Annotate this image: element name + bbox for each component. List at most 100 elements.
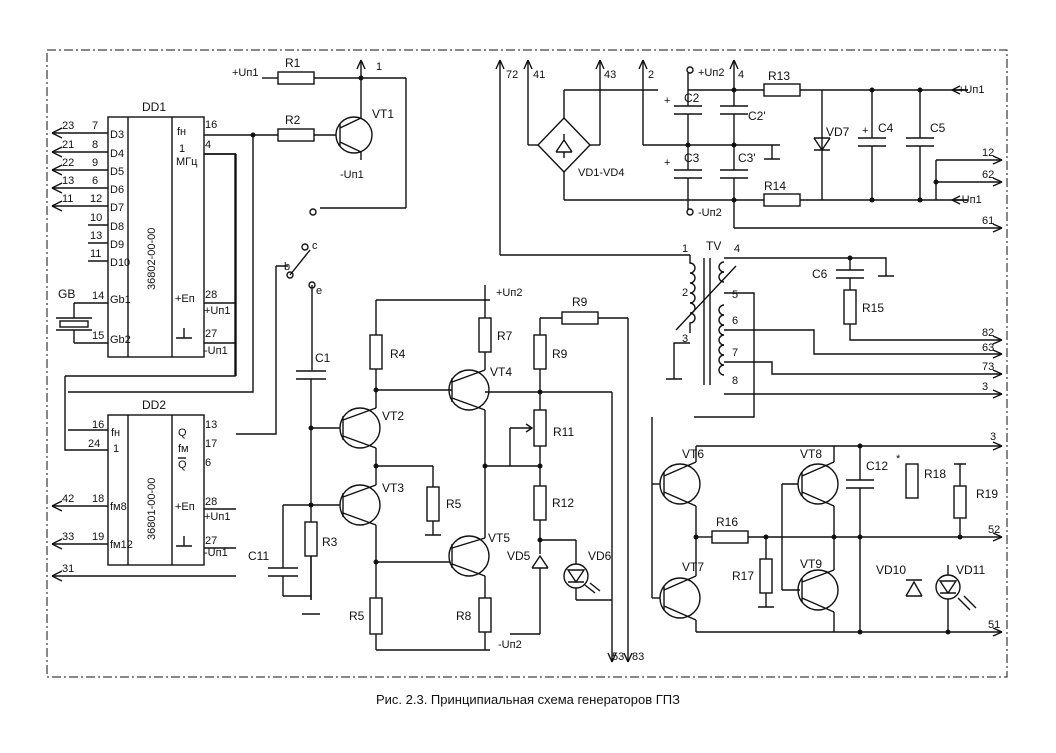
svg-text:R1: R1 — [285, 56, 301, 70]
svg-text:6: 6 — [92, 175, 98, 187]
svg-text:D3: D3 — [110, 129, 124, 141]
svg-text:4: 4 — [738, 69, 744, 81]
svg-text:R8: R8 — [456, 609, 472, 623]
svg-text:C3': C3' — [738, 151, 756, 165]
svg-text:72: 72 — [506, 69, 518, 81]
svg-text:+Uп2: +Uп2 — [698, 67, 724, 79]
svg-text:51: 51 — [988, 619, 1000, 631]
crystal-gb: GB — [56, 287, 108, 344]
svg-text:5: 5 — [732, 289, 738, 301]
svg-text:Gb2: Gb2 — [110, 334, 131, 346]
svg-text:Q: Q — [178, 459, 187, 471]
svg-text:VD6: VD6 — [588, 549, 612, 563]
svg-text:fм: fм — [178, 443, 189, 455]
svg-text:+Uп1: +Uп1 — [232, 67, 258, 79]
svg-text:27: 27 — [205, 535, 217, 547]
svg-text:9: 9 — [92, 157, 98, 169]
svg-text:C2': C2' — [748, 109, 766, 123]
svg-text:C4: C4 — [878, 121, 894, 135]
svg-text:R5: R5 — [349, 609, 365, 623]
stage-vt2-vt3: C1 VT2 VT3 R4 R5 R2 R5 R3 C11 — [248, 300, 490, 651]
svg-text:2: 2 — [682, 287, 688, 299]
svg-text:13: 13 — [205, 419, 217, 431]
svg-text:-Uп1: -Uп1 — [204, 345, 228, 357]
svg-text:R4: R4 — [390, 347, 406, 361]
svg-text:27: 27 — [205, 328, 217, 340]
svg-text:VT5: VT5 — [488, 531, 510, 545]
svg-text:-Uп1: -Uп1 — [958, 194, 982, 206]
svg-text:1: 1 — [682, 243, 688, 255]
svg-text:R9: R9 — [552, 347, 568, 361]
svg-text:31: 31 — [62, 563, 74, 575]
svg-text:D10: D10 — [110, 257, 130, 269]
svg-text:C12: C12 — [866, 459, 888, 473]
dd1-code: 36802-00-00 — [146, 228, 158, 290]
svg-text:6: 6 — [205, 457, 211, 469]
svg-text:R7: R7 — [497, 329, 513, 343]
svg-text:33: 33 — [62, 531, 74, 543]
svg-text:R13: R13 — [768, 69, 790, 83]
svg-text:+Uп2: +Uп2 — [496, 287, 522, 299]
svg-text:12: 12 — [982, 147, 994, 159]
svg-text:R12: R12 — [552, 496, 574, 510]
svg-text:R15: R15 — [862, 301, 884, 315]
svg-text:VD10: VD10 — [876, 563, 906, 577]
svg-text:7: 7 — [92, 120, 98, 132]
svg-text:C1: C1 — [315, 351, 331, 365]
svg-text:83: 83 — [632, 651, 644, 663]
svg-text:VT4: VT4 — [490, 365, 512, 379]
svg-text:-Uп1: -Uп1 — [204, 547, 228, 559]
svg-text:Gb1: Gb1 — [110, 294, 131, 306]
svg-text:МГц: МГц — [176, 156, 198, 168]
figure-caption: Рис. 2.3. Принципиальная схема генератор… — [375, 692, 680, 707]
svg-text:VT3: VT3 — [382, 481, 404, 495]
svg-text:VD7: VD7 — [826, 125, 850, 139]
svg-text:3: 3 — [990, 431, 996, 443]
svg-text:+: + — [862, 125, 868, 137]
svg-text:41: 41 — [533, 69, 545, 81]
svg-text:2: 2 — [648, 69, 654, 81]
svg-text:R9: R9 — [572, 295, 588, 309]
svg-text:17: 17 — [205, 438, 217, 450]
svg-text:42: 42 — [62, 493, 74, 505]
svg-text:TV: TV — [706, 239, 721, 253]
svg-text:GB: GB — [58, 287, 75, 301]
svg-text:c: c — [312, 240, 318, 252]
svg-text:+: + — [664, 95, 670, 107]
svg-text:*: * — [896, 453, 901, 465]
stage-vt1: +Uп1 R1 1 R2 VT1 -Uп1 — [204, 56, 407, 376]
svg-text:VD5: VD5 — [507, 549, 531, 563]
dd1-label: DD1 — [142, 100, 166, 114]
svg-text:fм12: fм12 — [110, 539, 133, 551]
svg-text:+Eп: +Eп — [175, 293, 195, 305]
svg-text:13: 13 — [62, 175, 74, 187]
svg-text:VT2: VT2 — [382, 409, 404, 423]
svg-text:D7: D7 — [110, 202, 124, 214]
svg-text:D4: D4 — [110, 148, 124, 160]
svg-text:53: 53 — [612, 651, 624, 663]
svg-text:-Uп1: -Uп1 — [340, 169, 364, 181]
svg-text:11: 11 — [90, 248, 101, 260]
svg-text:13: 13 — [90, 230, 102, 242]
svg-text:36801-00-00: 36801-00-00 — [146, 478, 158, 540]
svg-text:43: 43 — [604, 69, 616, 81]
svg-text:VT8: VT8 — [800, 447, 822, 461]
svg-text:e: e — [316, 285, 322, 297]
svg-text:R14: R14 — [764, 179, 786, 193]
svg-text:R17: R17 — [732, 569, 754, 583]
svg-text:VT7: VT7 — [682, 560, 704, 574]
svg-text:C6: C6 — [812, 267, 828, 281]
svg-text:1: 1 — [376, 61, 382, 73]
svg-text:61: 61 — [982, 215, 994, 227]
svg-text:D5: D5 — [110, 166, 124, 178]
svg-text:R18: R18 — [924, 467, 946, 481]
svg-text:b: b — [284, 261, 290, 273]
svg-text:8: 8 — [92, 139, 98, 151]
svg-text:16: 16 — [205, 119, 217, 131]
svg-text:VD11: VD11 — [956, 563, 985, 577]
svg-text:C3: C3 — [684, 151, 700, 165]
svg-text:+: + — [664, 157, 670, 169]
